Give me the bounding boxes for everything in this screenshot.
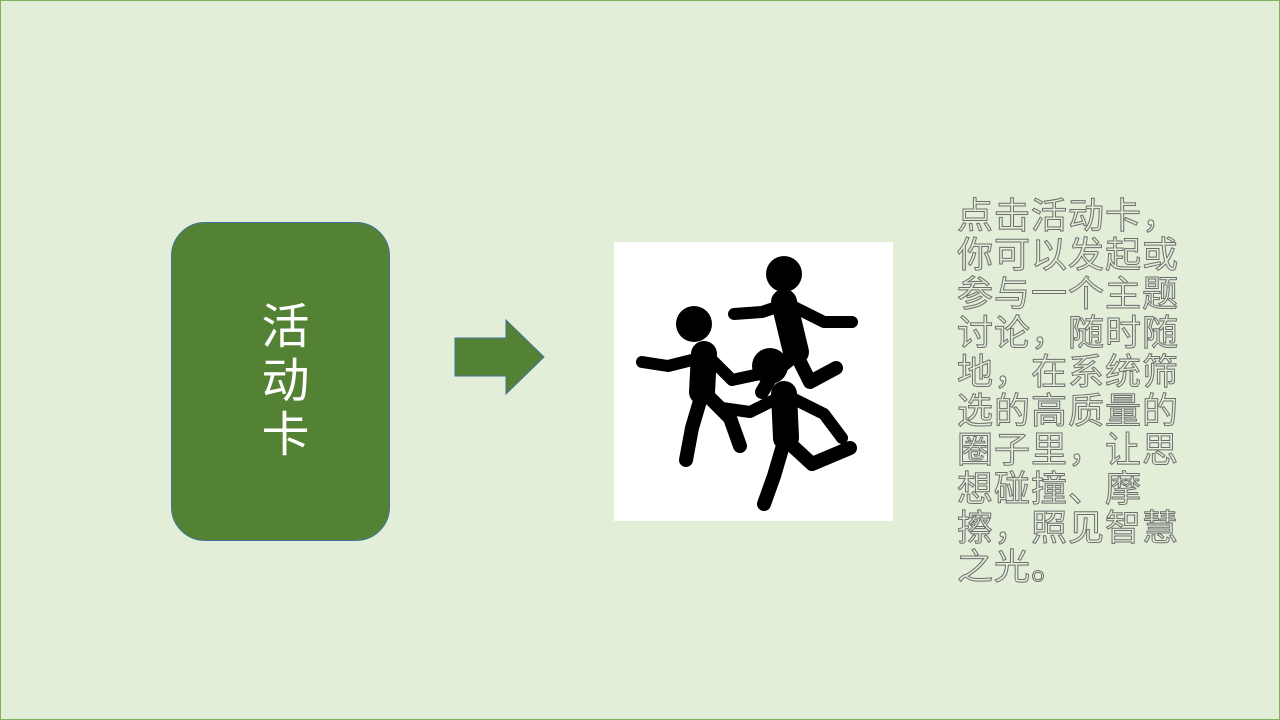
running-people-icon (636, 256, 858, 511)
activity-card-label: 活动卡 (252, 300, 309, 463)
activity-card-description: 点击活动卡，你可以发起或参与一个主题讨论，随时随地，在系统筛选的高质量的圈子里，… (957, 196, 1180, 588)
activity-card[interactable]: 活动卡 (171, 222, 390, 541)
running-people-picture (614, 242, 893, 521)
right-arrow-icon (454, 319, 545, 395)
